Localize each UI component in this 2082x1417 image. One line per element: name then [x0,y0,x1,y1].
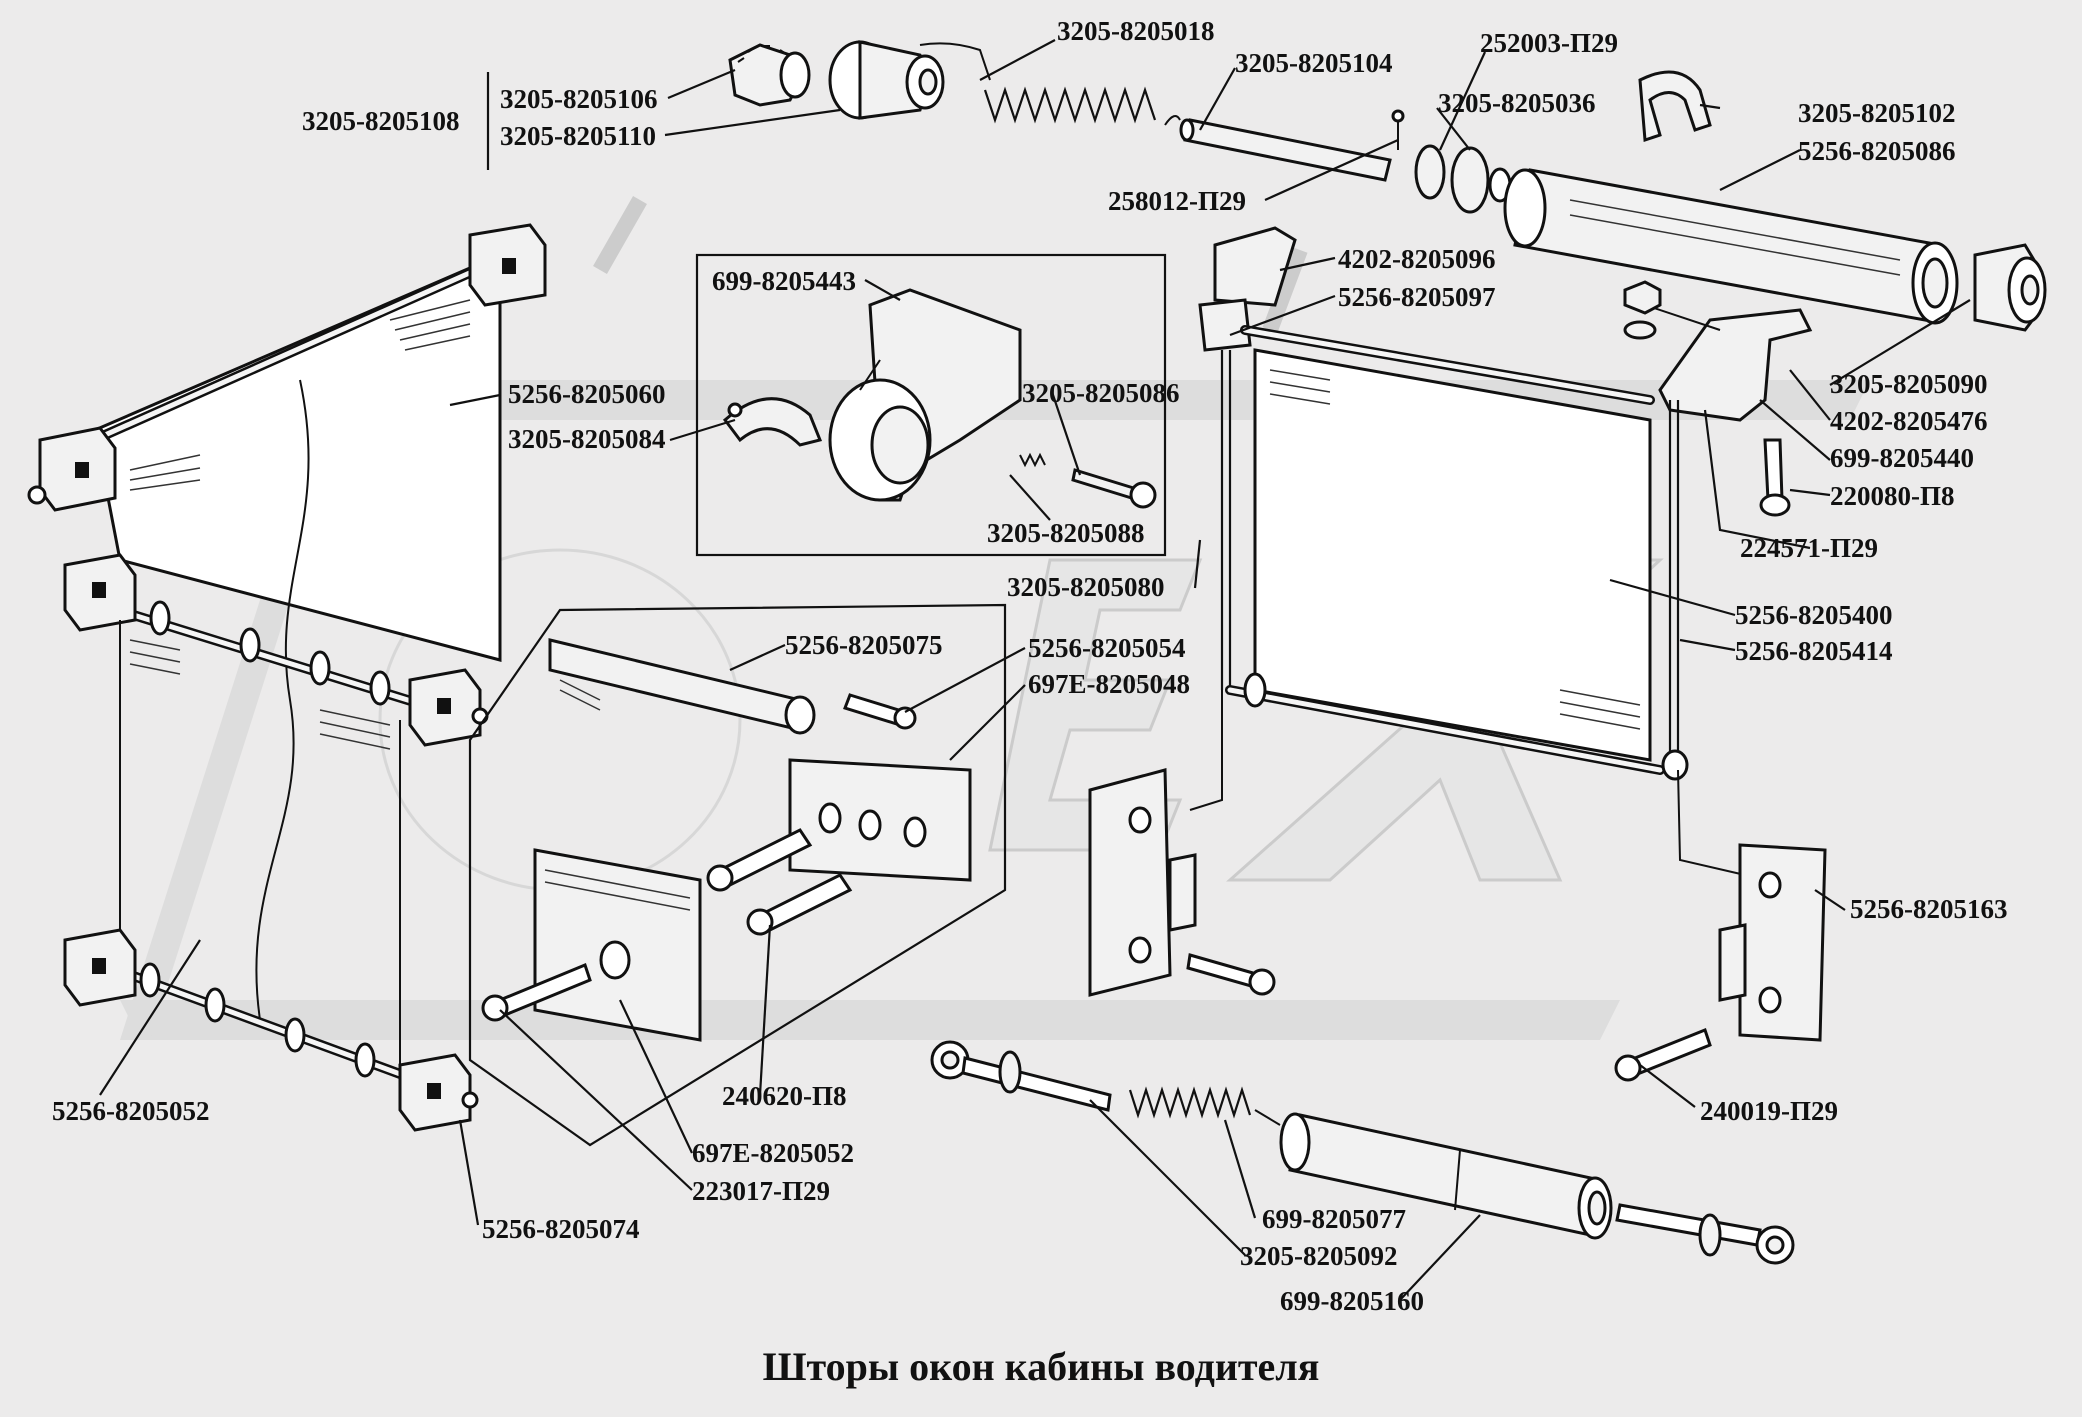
part-labels: 3205-8205018 3205-8205104 252003-П29 320… [52,16,2008,1316]
label-697E-8205052: 697Е-8205052 [692,1138,854,1168]
bottom-parts [930,1040,1795,1265]
guide-block-detail [468,603,1007,1147]
right-frame-assembly [1088,226,1827,1082]
label-5256-8205097: 5256-8205097 [1338,282,1496,312]
label-3205-8205036: 3205-8205036 [1438,88,1596,118]
spring-part [919,42,1181,126]
label-5256-8205400: 5256-8205400 [1735,600,1893,630]
label-699-8205440: 699-8205440 [1830,443,1974,473]
top-roller-parts [728,40,2047,332]
label-3205-8205088: 3205-8205088 [987,518,1145,548]
end-cap-part [1973,243,2047,332]
label-3205-8205084: 3205-8205084 [508,424,666,454]
bushing-part [828,40,945,120]
label-3205-8205018: 3205-8205018 [1057,16,1215,46]
label-3205-8205106: 3205-8205106 [500,84,658,114]
label-240620-P8: 240620-П8 [722,1081,847,1111]
label-252003-P29: 252003-П29 [1480,28,1618,58]
label-224571-P29: 224571-П29 [1740,533,1878,563]
rod-rings [149,600,391,706]
label-3205-8205090: 3205-8205090 [1830,369,1988,399]
upper-curtain-panel [93,252,502,662]
label-5256-8205086: 5256-8205086 [1798,136,1956,166]
washer-parts [1414,144,1512,214]
label-699-8205160: 699-8205160 [1280,1286,1424,1316]
label-3205-8205108: 3205-8205108 [302,106,460,136]
label-699-8205443: 699-8205443 [712,266,856,296]
gear-part [728,43,811,107]
label-5256-8205163: 5256-8205163 [1850,894,2008,924]
left-curtain-assembly [27,223,547,1132]
bracket-detail-box [695,253,1167,557]
label-697E-8205048: 697Е-8205048 [1028,669,1190,699]
upper-right-end-block [468,223,547,307]
label-3205-8205102: 3205-8205102 [1798,98,1956,128]
label-220080-P8: 220080-П8 [1830,481,1955,511]
label-5256-8205054: 5256-8205054 [1028,633,1186,663]
label-5256-8205074: 5256-8205074 [482,1214,640,1244]
label-240019-P29: 240019-П29 [1700,1096,1838,1126]
leader-lines [99,39,1971,1301]
label-223017-P29: 223017-П29 [692,1176,830,1206]
middle-left-end-block [63,553,137,632]
label-4202-8205476: 4202-8205476 [1830,406,1988,436]
label-4202-8205096: 4202-8205096 [1338,244,1496,274]
axle-part [1179,118,1392,182]
label-258012-P29: 258012-П29 [1108,186,1246,216]
label-5256-8205075: 5256-8205075 [785,630,943,660]
label-3205-8205110: 3205-8205110 [500,121,656,151]
label-5256-8205414: 5256-8205414 [1735,636,1893,666]
label-3205-8205086: 3205-8205086 [1022,378,1180,408]
diagram-title: Шторы окон кабины водителя [763,1344,1320,1389]
roller-tube [1503,168,1959,325]
label-3205-8205080: 3205-8205080 [1007,572,1165,602]
label-3205-8205092: 3205-8205092 [1240,1241,1398,1271]
lower-left-end-block [63,928,137,1007]
label-699-8205077: 699-8205077 [1262,1204,1406,1234]
clip-part [1638,70,1712,143]
upper-left-end-block [27,426,117,512]
label-3205-8205104: 3205-8205104 [1235,48,1393,78]
label-5256-8205060: 5256-8205060 [508,379,666,409]
label-5256-8205052: 5256-8205052 [52,1096,210,1126]
lower-right-end-block [398,1053,479,1132]
